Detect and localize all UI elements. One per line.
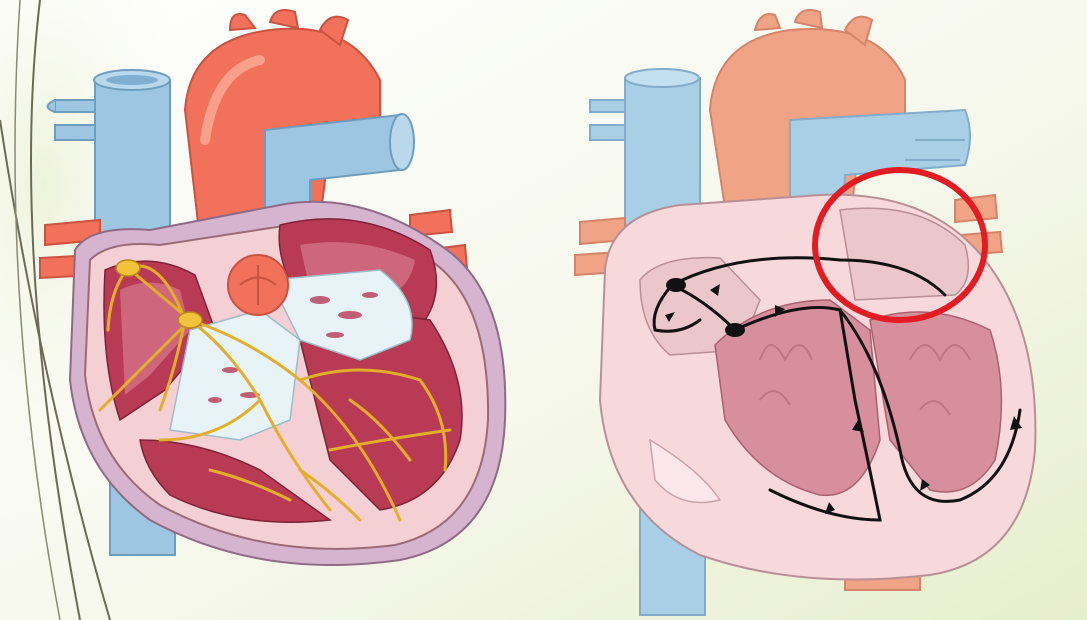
sinoatrial-node (666, 278, 686, 292)
sinoatrial-node (116, 260, 140, 276)
atrioventricular-node (725, 323, 745, 337)
atrioventricular-node (178, 312, 202, 328)
